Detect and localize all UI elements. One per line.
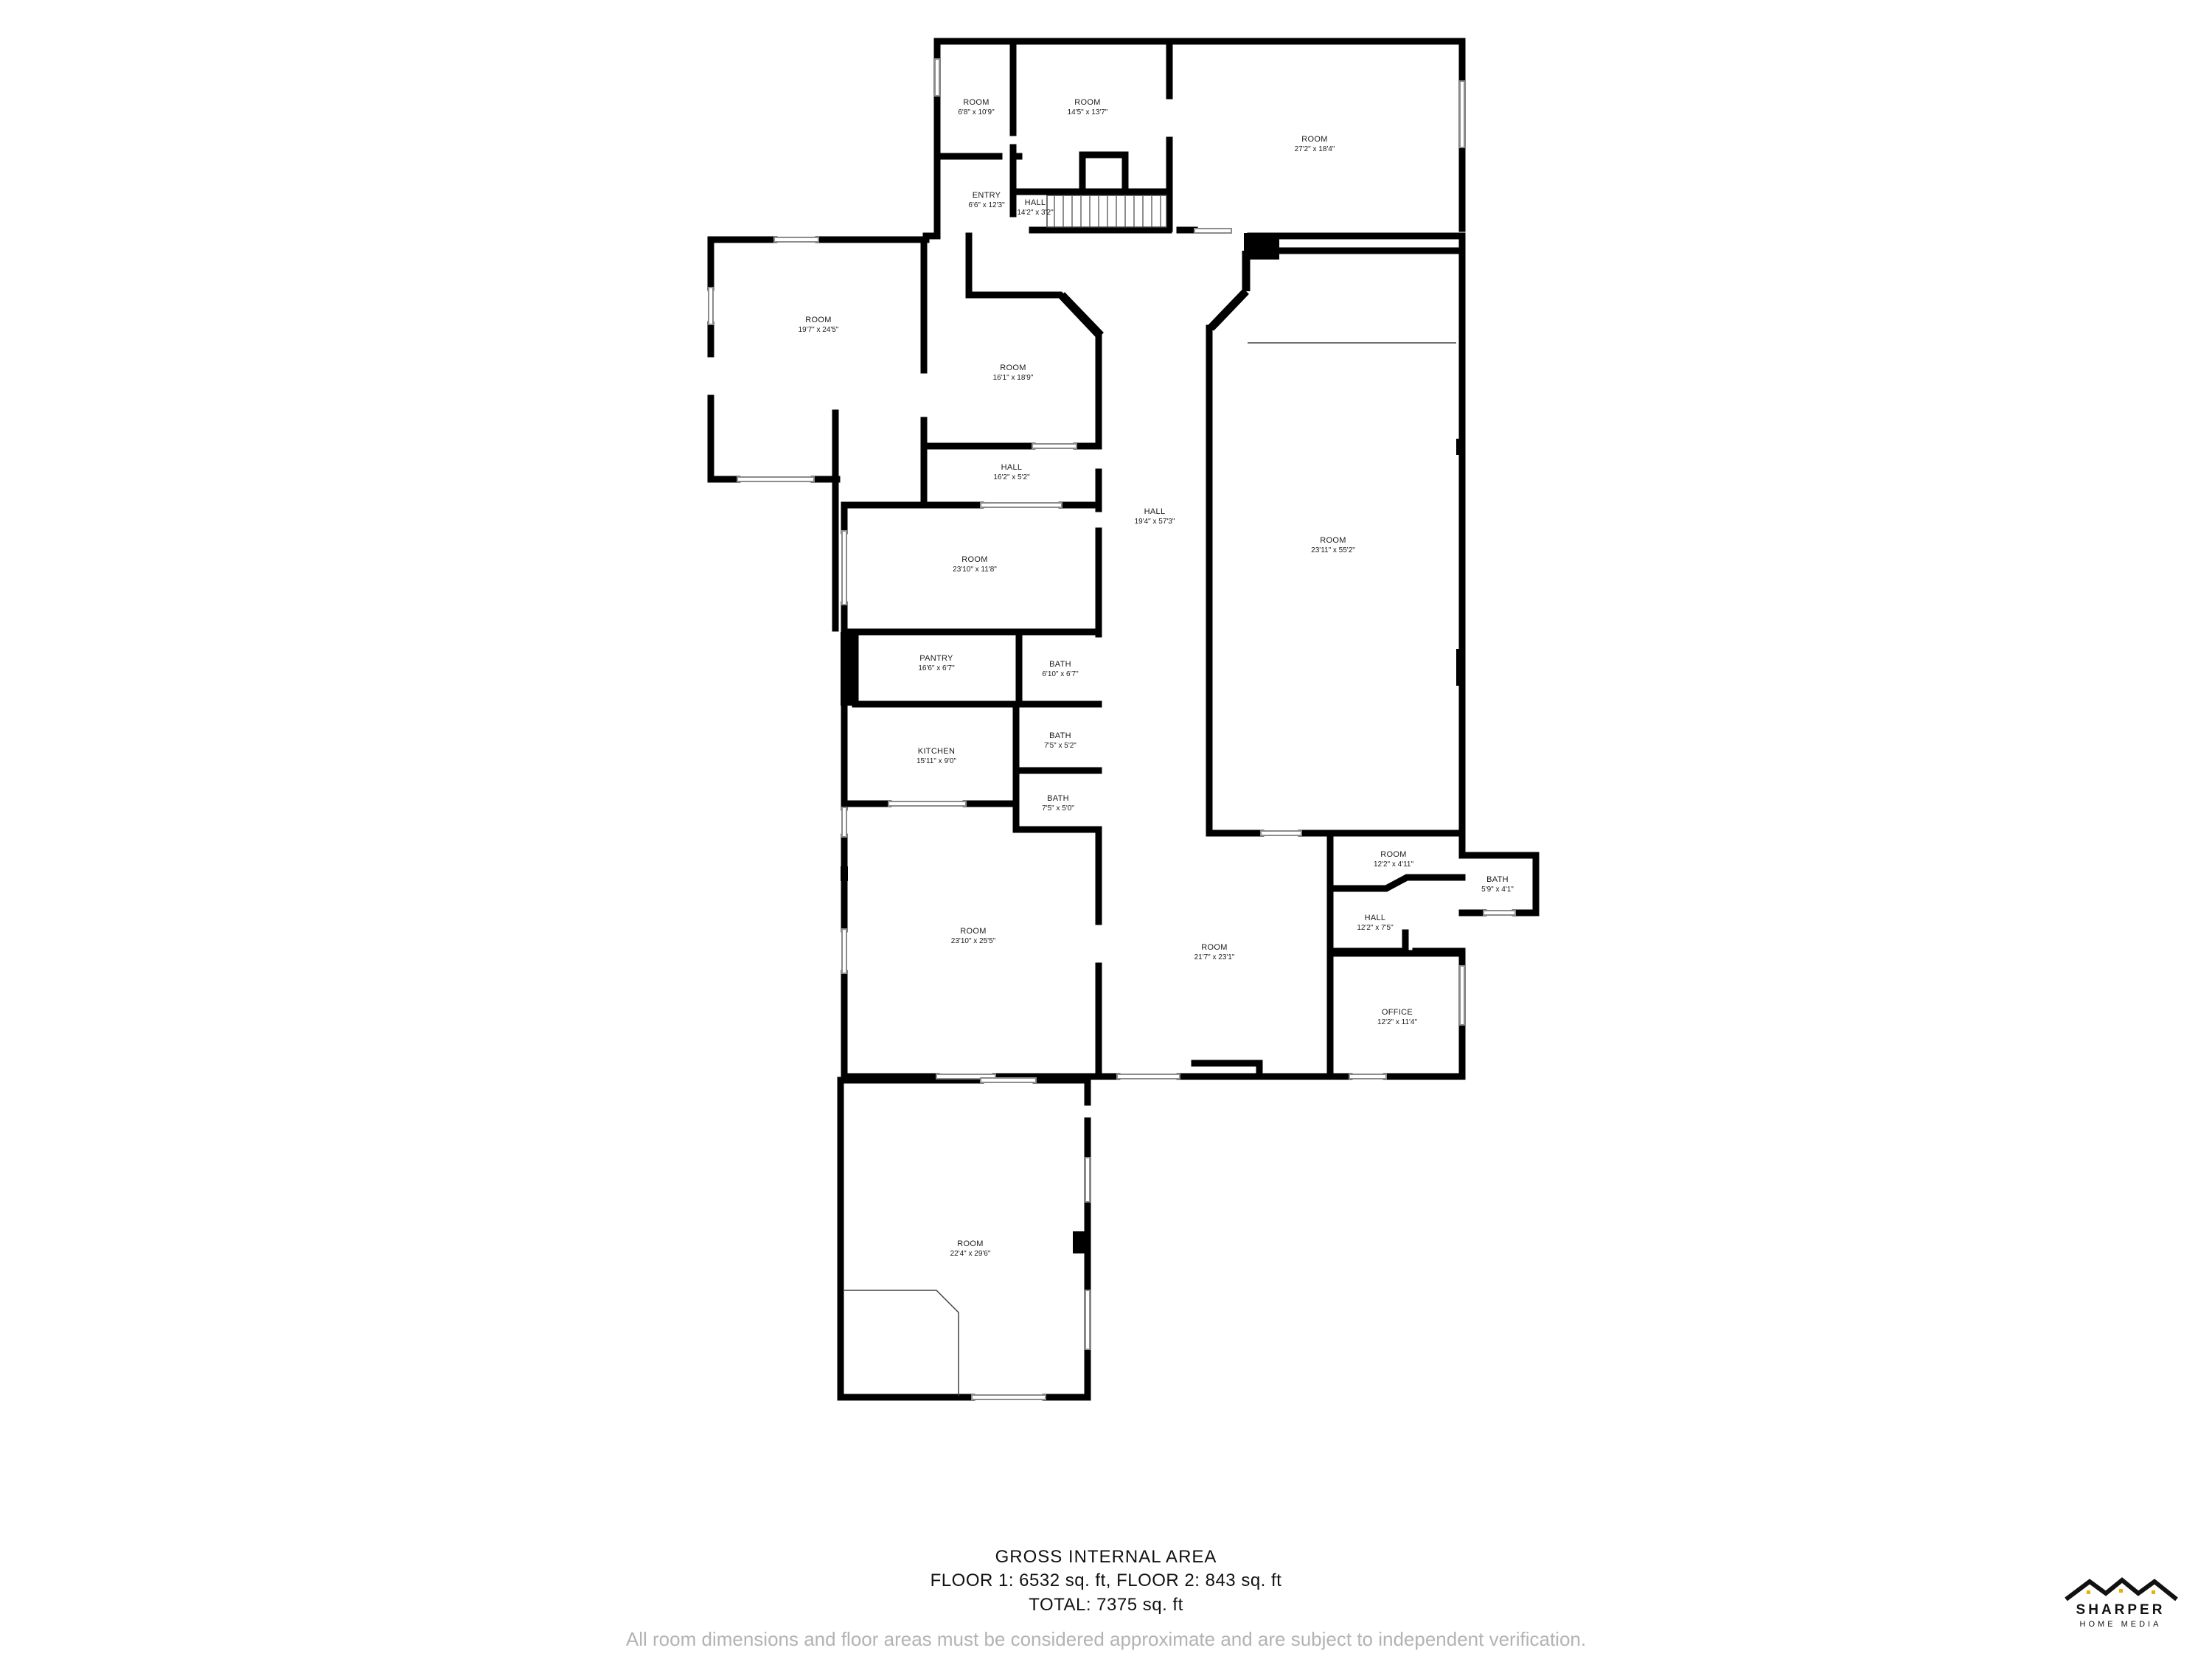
wall-chunk-lower	[1073, 1231, 1088, 1253]
window	[934, 58, 940, 97]
window	[737, 476, 815, 482]
wall-chunk-west	[841, 866, 848, 881]
feature-lower-room	[844, 1290, 959, 1396]
window	[1116, 1074, 1180, 1079]
window	[1459, 965, 1465, 1026]
window	[1483, 910, 1516, 916]
window	[1349, 1074, 1387, 1079]
window	[841, 928, 847, 974]
logo-brand: SHARPER	[2076, 1602, 2166, 1618]
area-heading: GROSS INTERNAL AREA	[995, 1547, 1217, 1567]
wall-lower-room	[837, 1077, 1091, 1401]
wall-closets	[1079, 151, 1129, 195]
window	[773, 237, 819, 243]
wall-room-c-south	[810, 409, 841, 632]
window	[1194, 228, 1232, 234]
window	[1459, 80, 1465, 148]
window	[980, 502, 1062, 508]
window	[980, 1077, 1037, 1083]
window	[841, 807, 847, 838]
window	[888, 801, 967, 807]
wall-upper-wing	[933, 38, 1466, 232]
window	[1260, 830, 1302, 836]
wall-chunk-pantry	[841, 632, 855, 706]
window	[841, 530, 847, 605]
sharper-logo: SHARPER HOME MEDIA	[2062, 1574, 2180, 1633]
wall-angle-hall-east	[1208, 288, 1249, 331]
window	[1032, 443, 1077, 449]
wall-chunk-big-b	[1456, 649, 1464, 686]
disclaimer: All room dimensions and floor areas must…	[625, 1628, 1587, 1650]
window	[1085, 1157, 1091, 1203]
window	[1085, 1290, 1091, 1350]
window	[971, 1394, 1046, 1400]
total-area: TOTAL: 7375 sq. ft	[1029, 1595, 1183, 1615]
stair-treads	[1054, 196, 1161, 227]
wall-chunk-big-a	[1456, 439, 1464, 455]
wall-room-c-west	[707, 236, 741, 483]
window	[936, 1074, 996, 1079]
wall-entry	[965, 232, 1102, 446]
wall-bath-b	[1012, 704, 1102, 833]
wall-bottom-step	[1191, 1060, 1263, 1080]
stair-outline	[1046, 195, 1167, 228]
wall-bath-c	[1458, 852, 1540, 917]
wall-hall-c	[1328, 929, 1466, 955]
logo-sub: HOME MEDIA	[2079, 1620, 2162, 1629]
wall-service-rooms	[1328, 874, 1466, 892]
wall-room-b	[1009, 41, 1173, 232]
floor-areas: FLOOR 1: 6532 sq. ft, FLOOR 2: 843 sq. f…	[930, 1571, 1282, 1590]
wall-angle-hall-west	[1059, 292, 1104, 338]
window	[708, 287, 714, 325]
roofline-icon	[2065, 1577, 2178, 1601]
